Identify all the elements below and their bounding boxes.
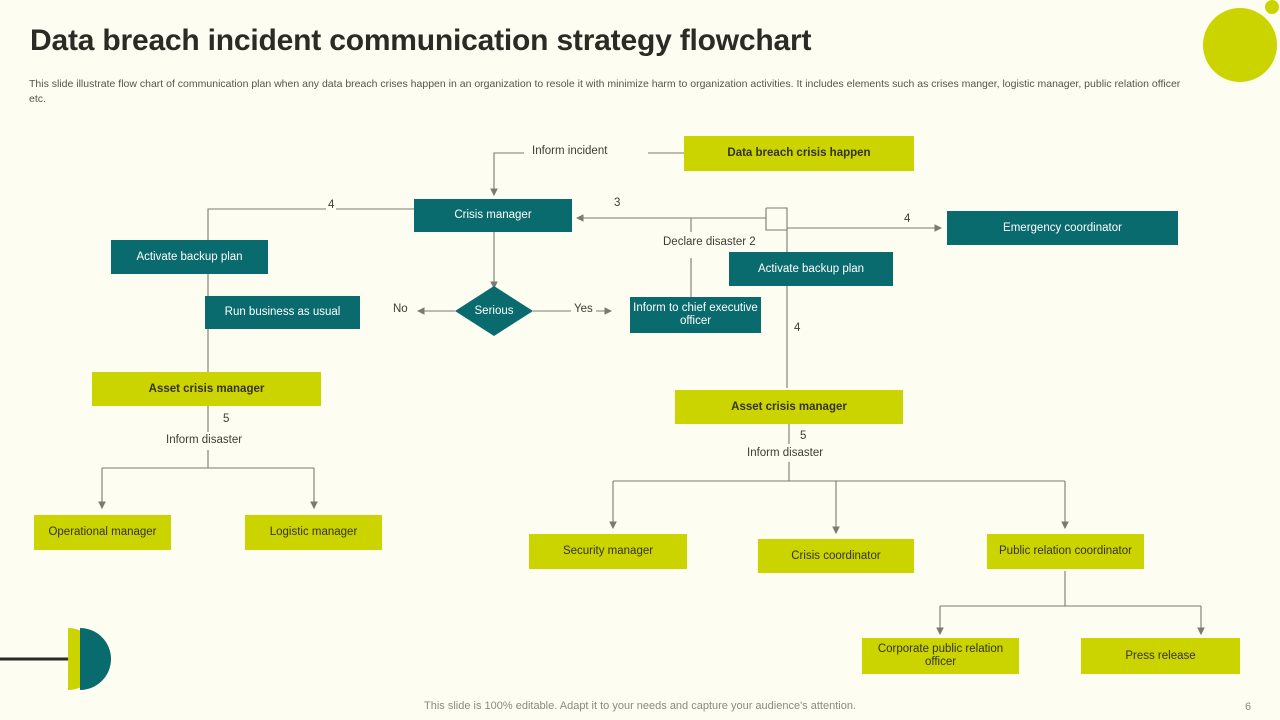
node-label: Operational manager (48, 526, 157, 538)
node-public-relation-coordinator[interactable]: Public relation coordinator (987, 534, 1144, 569)
decorative-half-circles-bottom-left (0, 628, 111, 690)
wire-junction-step (765, 207, 788, 231)
edge-label-inform-incident: Inform incident (529, 145, 611, 157)
node-label: Activate backup plan (136, 250, 243, 263)
node-label: Run business as usual (224, 306, 341, 318)
node-crisis-manager[interactable]: Crisis manager (414, 199, 572, 232)
page-title: Data breach incident communication strat… (30, 24, 812, 57)
node-label: Security manager (562, 545, 654, 557)
decorative-circle-large (1203, 8, 1277, 82)
node-operational-manager[interactable]: Operational manager (34, 515, 171, 550)
footer-note: This slide is 100% editable. Adapt it to… (424, 700, 856, 712)
node-crisis-coordinator[interactable]: Crisis coordinator (758, 539, 914, 573)
node-run-business-as-usual[interactable]: Run business as usual (205, 296, 360, 329)
node-emergency-coordinator[interactable]: Emergency coordinator (947, 211, 1178, 245)
edge-label-no: No (390, 303, 411, 315)
node-corporate-public-relation-officer[interactable]: Corporate public relation officer (862, 638, 1019, 674)
node-serious-decision[interactable]: Serious (455, 286, 533, 336)
wire-informincident-to-crisis-manager (490, 152, 524, 197)
node-label: Emergency coordinator (1003, 221, 1122, 234)
node-press-release[interactable]: Press release (1081, 638, 1240, 674)
node-logistic-manager[interactable]: Logistic manager (245, 515, 382, 550)
node-label: Asset crisis manager (148, 382, 265, 395)
edge-label-declare-disaster-2: Declare disaster 2 (660, 235, 756, 250)
node-security-manager[interactable]: Security manager (529, 534, 687, 569)
decorative-half-circle-teal (80, 628, 111, 690)
number-label-4-left: 4 (326, 199, 337, 211)
node-label: Crisis coordinator (791, 549, 881, 562)
number-label-4-right: 4 (902, 213, 913, 225)
node-activate-backup-plan-left[interactable]: Activate backup plan (111, 240, 268, 274)
page-number: 6 (1245, 701, 1252, 713)
number-label-5-right: 5 (798, 430, 809, 442)
node-inform-to-chief-executive-officer[interactable]: Inform to chief executive officer (630, 297, 761, 333)
node-label: Corporate public relation officer (877, 643, 1004, 668)
page-subtitle: This slide illustrate flow chart of comm… (29, 78, 1181, 105)
node-label: Crisis manager (454, 209, 532, 221)
number-label-3: 3 (612, 197, 623, 209)
node-data-breach-crisis-happen[interactable]: Data breach crisis happen (684, 136, 914, 171)
diamond-shape (455, 286, 533, 336)
decorative-circle-small (1265, 0, 1279, 14)
node-asset-crisis-manager-left[interactable]: Asset crisis manager (92, 372, 321, 406)
node-label: Activate backup plan (757, 262, 865, 275)
node-label: Inform to chief executive officer (633, 302, 758, 327)
edge-label-inform-disaster-left: Inform disaster (163, 434, 246, 446)
edge-label-yes: Yes (571, 303, 596, 315)
number-label-4-down: 4 (792, 322, 803, 334)
node-label: Logistic manager (269, 526, 358, 538)
node-label: Serious (474, 305, 514, 317)
wire-4-left-spine (207, 208, 414, 375)
node-label: Data breach crisis happen (727, 147, 871, 159)
node-label: Public relation coordinator (999, 545, 1132, 557)
node-label: Asset crisis manager (731, 400, 847, 413)
edge-label-inform-disaster-right: Inform disaster (744, 447, 827, 459)
node-label: Press release (1125, 649, 1196, 662)
node-activate-backup-plan-right[interactable]: Activate backup plan (729, 252, 893, 286)
number-label-5-left: 5 (221, 413, 232, 425)
node-asset-crisis-manager-right[interactable]: Asset crisis manager (675, 390, 903, 424)
